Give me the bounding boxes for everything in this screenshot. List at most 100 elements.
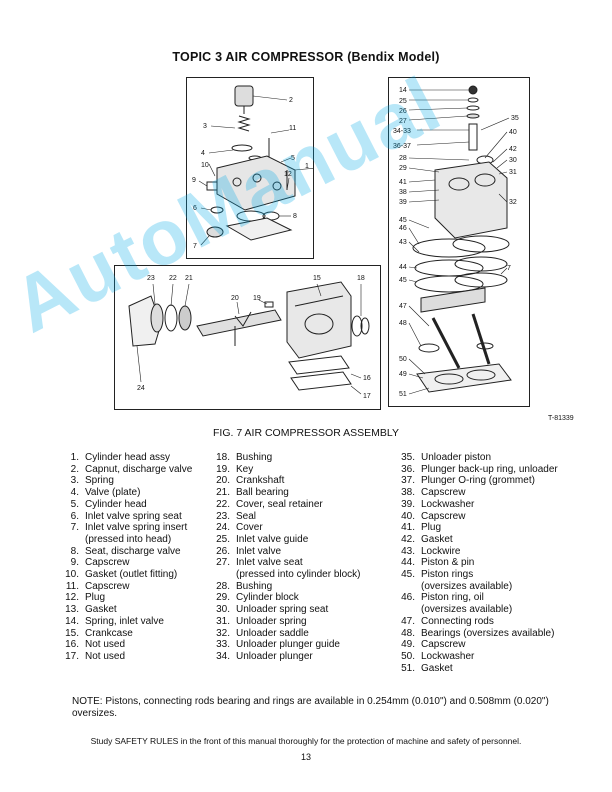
- part-number: 3.: [70, 475, 79, 487]
- callout-27: 27: [399, 118, 407, 125]
- part-row: 17.Not used: [62, 651, 230, 663]
- part-number: 20.: [216, 475, 230, 487]
- part-number: 42.: [401, 533, 415, 545]
- callout-32: 32: [509, 199, 517, 206]
- part-name: Capscrew: [421, 487, 466, 499]
- callout-35: 35: [511, 115, 519, 122]
- part-row: 50.Lockwasher: [398, 651, 598, 663]
- part-number: 47.: [401, 615, 415, 627]
- part-number: 23.: [216, 510, 230, 522]
- part-number: 49.: [401, 639, 415, 651]
- part-number: 44.: [401, 557, 415, 569]
- callout-43: 43: [399, 239, 407, 246]
- callout-14: 14: [399, 87, 407, 94]
- callout-48: 48: [399, 320, 407, 327]
- part-number: 43.: [401, 545, 415, 557]
- callout-2: 2: [289, 97, 293, 104]
- callout-49: 49: [399, 371, 407, 378]
- figure-caption: FIG. 7 AIR COMPRESSOR ASSEMBLY: [213, 427, 399, 439]
- callout-7: 7: [193, 243, 197, 250]
- part-number: 12.: [65, 592, 79, 604]
- callout-50: 50: [399, 356, 407, 363]
- callout-1: 1: [305, 163, 309, 170]
- part-row: 36.Plunger back-up ring, unloader: [398, 464, 598, 476]
- callout-28: 28: [399, 155, 407, 162]
- part-name: Gasket (outlet fitting): [85, 569, 178, 581]
- callout-22: 22: [169, 275, 177, 282]
- callout-26: 26: [399, 108, 407, 115]
- part-name: Gasket: [85, 604, 117, 616]
- callout-19: 19: [253, 295, 261, 302]
- part-name: Inlet valve seat: [236, 557, 303, 569]
- part-number: 33.: [216, 639, 230, 651]
- part-name: Unloader plunger: [236, 650, 313, 662]
- part-number: 7.: [70, 522, 79, 534]
- part-number: 34.: [216, 650, 230, 662]
- part-row: 15.Crankcase: [62, 628, 230, 640]
- part-name: Valve (plate): [85, 487, 141, 499]
- callout-51: 51: [399, 391, 407, 398]
- part-number: 6.: [70, 510, 79, 522]
- part-row: 29.Cylinder block: [213, 592, 403, 604]
- part-name: Spring: [85, 475, 114, 487]
- part-row: 46.Piston ring, oil: [398, 592, 598, 604]
- part-number: 2.: [70, 463, 79, 475]
- part-number: 38.: [401, 487, 415, 499]
- part-row: 13.Gasket: [62, 604, 230, 616]
- part-row: 9.Capscrew: [62, 557, 230, 569]
- callout-23: 23: [147, 275, 155, 282]
- part-number: 10.: [65, 569, 79, 581]
- part-number: 15.: [65, 627, 79, 639]
- part-row: 33. Unloader plunger guide: [213, 639, 403, 651]
- part-name: Cover: [236, 522, 263, 534]
- cylinder-head-drawing: 2 3 11 1 4 5 10 9 12 6 8 7: [192, 85, 313, 250]
- callout-4: 4: [201, 150, 205, 157]
- part-number: 26.: [216, 545, 230, 557]
- part-number: 17.: [65, 650, 79, 662]
- part-row: 34. Unloader plunger: [213, 651, 403, 663]
- part-name-continuation: (oversizes available): [421, 580, 513, 592]
- part-row: 41.Plug: [398, 522, 598, 534]
- callout-17: 17: [363, 393, 371, 400]
- callout-20: 20: [231, 295, 239, 302]
- part-name: Plunger back-up ring, unloader: [421, 463, 558, 475]
- part-name: Lockwasher: [421, 650, 475, 662]
- part-name: Inlet valve guide: [236, 533, 309, 545]
- part-number: 37.: [401, 475, 415, 487]
- part-row: 23.Seal: [213, 511, 403, 523]
- part-number: 4.: [70, 487, 79, 499]
- part-row: 21.Ball bearing: [213, 487, 403, 499]
- callout-41: 41: [399, 179, 407, 186]
- callout-11: 11: [289, 125, 296, 132]
- part-number: 21.: [216, 487, 230, 499]
- cylinder-head-diagram: 2 3 11 1 4 5 10 9 12 6 8 7: [186, 77, 314, 259]
- part-row: 28.Bushing: [213, 581, 403, 593]
- part-row: 27.Inlet valve seat: [213, 557, 403, 569]
- callout-46: 46: [399, 225, 407, 232]
- part-name: Unloader piston: [421, 452, 492, 463]
- part-number: 41.: [401, 522, 415, 534]
- part-name: Spring, inlet valve: [85, 615, 164, 627]
- page-title: TOPIC 3 AIR COMPRESSOR (Bendix Model): [172, 50, 440, 64]
- part-row: 1.Cylinder head assy: [62, 452, 230, 464]
- part-name: Capscrew: [421, 639, 466, 651]
- part-row: 32.Unloader saddle: [213, 628, 403, 640]
- part-number: 39.: [401, 498, 415, 510]
- page-number: 13: [300, 752, 311, 762]
- part-name: Unloader plunger guide: [236, 639, 340, 651]
- callout-25: 25: [399, 98, 407, 105]
- callout-30: 30: [509, 157, 517, 164]
- part-row: 43.Lockwire: [398, 546, 598, 558]
- part-name-continuation: (oversizes available): [421, 604, 513, 616]
- part-number: 25.: [216, 533, 230, 545]
- part-name: Plunger O-ring (grommet): [421, 475, 535, 487]
- part-name: Inlet valve spring seat: [85, 510, 182, 522]
- part-row: 47.Connecting rods: [398, 616, 598, 628]
- part-name: Inlet valve spring insert: [85, 522, 188, 534]
- callout-5: 5: [291, 155, 295, 162]
- callout-36-37: 36-37: [393, 143, 411, 150]
- crankcase-drawing: 23 22 21 20 19 15 18 24 16 17: [128, 275, 371, 400]
- callout-42: 42: [509, 146, 517, 153]
- part-name-continuation: (pressed into head): [85, 533, 172, 545]
